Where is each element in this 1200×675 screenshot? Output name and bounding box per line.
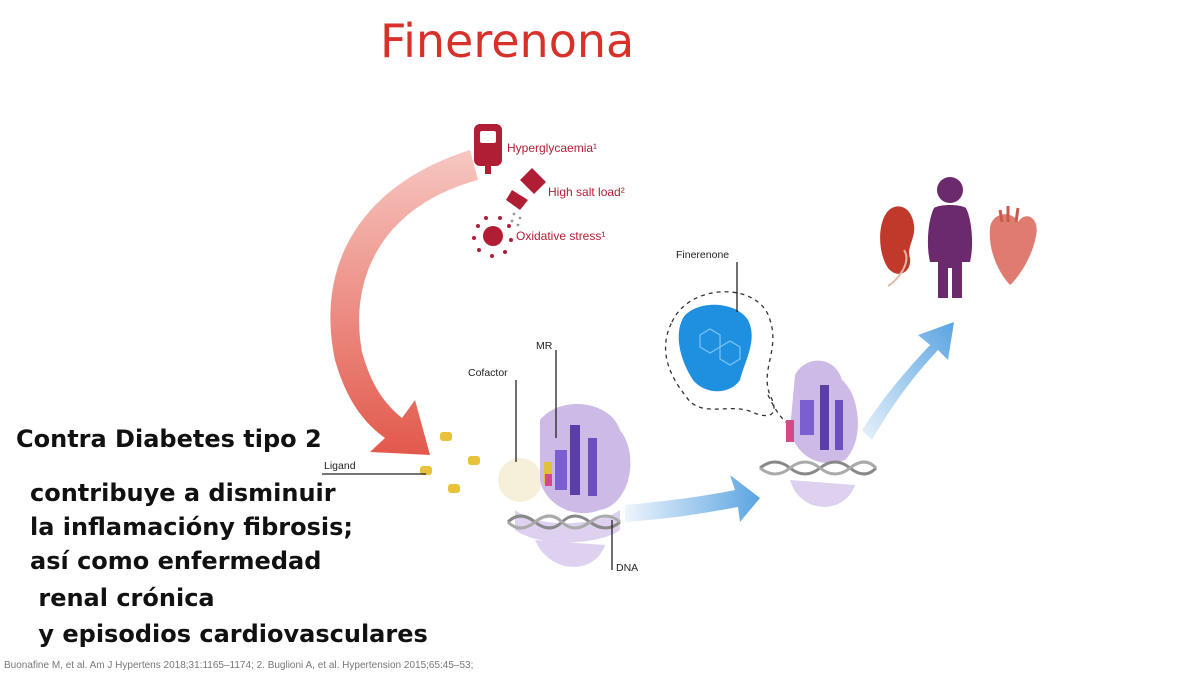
risk-label-hyperglycaemia: Hyperglycaemia¹ [507,141,598,155]
kidney-icon [880,206,915,287]
mr-complex-left [498,403,631,567]
heart-icon [989,206,1037,285]
risk-label-oxidative: Oxidative stress¹ [516,229,606,243]
page-title: Finerenona [380,14,635,68]
blue-arrow-horizontal [625,475,760,522]
overlay-line-4: renal crónica [30,584,215,612]
overlay-line-5: y episodios cardiovasculares [30,620,428,648]
overlay-line-2: la inflamacióny fibrosis; [30,513,353,541]
finerenone-label: Finerenone [676,249,730,261]
overlay-line-1: contribuye a disminuir [30,479,336,507]
red-curved-arrow [330,150,478,455]
finerenone-molecule [664,291,791,426]
person-icon [927,177,973,298]
dna-label: DNA [616,562,639,574]
ligand-molecules [420,432,480,493]
references: Buonafine M, et al. Am J Hypertens 2018;… [4,660,474,671]
blue-arrow-diagonal [862,322,954,440]
risk-label-salt: High salt load² [548,185,625,199]
glucometer-icon [474,124,502,174]
ligand-label: Ligand [324,460,356,472]
oxidative-stress-icon [472,216,513,258]
overlay-heading: Contra Diabetes tipo 2 [16,425,322,453]
mr-complex-right [759,360,878,507]
salt-shaker-icon [506,168,546,227]
mr-label: MR [536,340,553,352]
cofactor-label: Cofactor [468,367,508,379]
overlay-line-3: así como enfermedad [30,547,322,575]
